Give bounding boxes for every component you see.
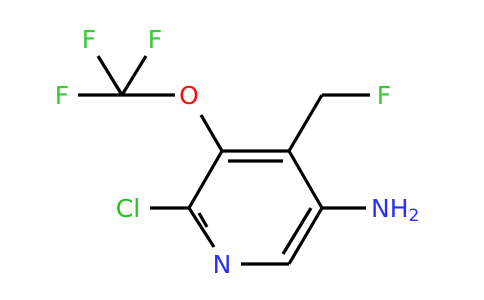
bond-cf3-f1 [96, 55, 124, 96]
bond-c4-ch2 [287, 94, 324, 152]
atom-label-n-ring: N [213, 250, 232, 279]
bond-n-c2 [187, 207, 216, 248]
bond-c5-c6-inner [281, 207, 313, 255]
bond-cf3-f2 [120, 55, 148, 96]
bond-n-c2-inner [197, 212, 209, 228]
atom-label-f1: F [82, 25, 96, 54]
atom-label-f3: F [55, 81, 69, 110]
atom-label-f2: F [148, 25, 162, 54]
bond-c5-c6 [287, 207, 324, 265]
atom-label-cl: Cl [116, 194, 140, 223]
atom-label-nh2: NH2 [371, 194, 419, 226]
atom-label-o: O [179, 81, 199, 110]
bond-c2-c3 [187, 150, 224, 209]
nh2-subscript: 2 [409, 206, 420, 226]
bond-c4-c5 [287, 150, 324, 209]
atom-label-f4: F [377, 81, 391, 110]
nh2-main-text: NH [371, 194, 409, 223]
bond-c3-o [199, 114, 224, 152]
